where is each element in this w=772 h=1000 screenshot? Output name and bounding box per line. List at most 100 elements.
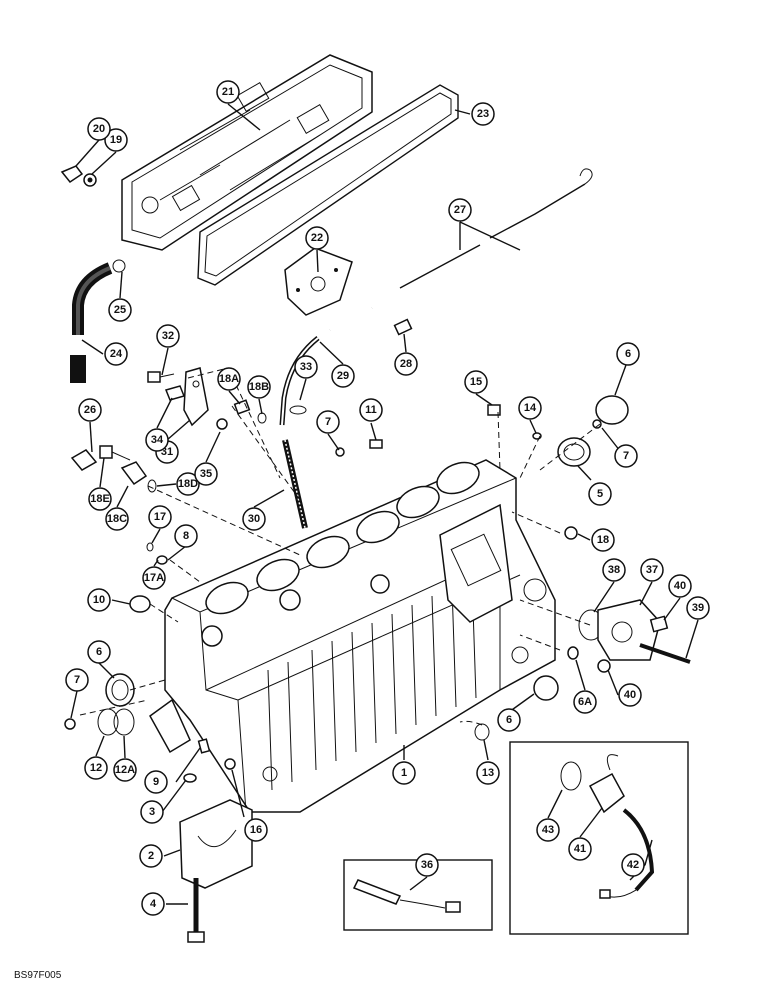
svg-text:20: 20 [93,123,105,135]
callout-12: 12 [84,756,108,780]
callout-37: 37 [640,558,664,582]
svg-text:12A: 12A [115,764,135,776]
dipstick-drawing [399,168,593,289]
callout-4: 4 [141,892,165,916]
front-seals-drawing [64,673,135,736]
svg-text:6: 6 [625,348,631,360]
svg-text:18E: 18E [90,493,110,505]
svg-text:6: 6 [506,714,512,726]
callout-26: 26 [78,398,102,422]
callout-40-lower: 40 [618,683,642,707]
svg-text:27: 27 [454,204,466,216]
svg-text:21: 21 [222,86,234,98]
svg-text:15: 15 [470,376,482,388]
svg-text:29: 29 [337,370,349,382]
svg-text:40: 40 [624,689,636,701]
svg-text:37: 37 [646,564,658,576]
callout-18E: 18E [88,487,112,511]
svg-text:41: 41 [574,843,586,855]
svg-text:26: 26 [84,404,96,416]
callout-9: 9 [144,770,168,794]
svg-text:13: 13 [482,767,494,779]
svg-text:18A: 18A [219,373,239,385]
callout-18C: 18C [105,507,129,531]
cover-nut-and-bolt-drawing [60,165,97,187]
callout-11: 11 [359,398,383,422]
callout-18B: 18B [247,375,271,399]
block-ribs [267,577,477,791]
callout-17A: 17A [142,566,166,590]
svg-text:25: 25 [114,304,126,316]
callout-13: 13 [476,761,500,785]
svg-text:5: 5 [597,488,603,500]
parts-artwork [60,54,691,943]
callout-22: 22 [305,226,329,250]
callout-6-rear: 6 [616,342,640,366]
svg-text:33: 33 [300,361,312,373]
svg-text:24: 24 [110,348,123,360]
callout-12A: 12A [113,758,137,782]
dipstick-tube-drawing [329,306,413,336]
callout-14: 14 [518,396,542,420]
cylinder-bores [205,461,480,615]
callout-19: 19 [104,128,128,152]
svg-text:16: 16 [250,824,262,836]
valve-cover-drawing [121,54,373,251]
svg-text:22: 22 [311,232,323,244]
svg-text:11: 11 [365,404,377,416]
cover-plate-drawing [284,247,353,316]
svg-text:42: 42 [627,859,639,871]
callout-34: 34 [145,428,169,452]
svg-text:7: 7 [74,674,80,686]
svg-text:1: 1 [401,767,407,779]
callout-7-front: 7 [65,668,89,692]
svg-text:9: 9 [153,776,159,788]
svg-text:18B: 18B [249,381,269,393]
oil-tube-drawing [279,336,320,426]
svg-text:3: 3 [149,806,155,818]
svg-text:18D: 18D [178,478,198,490]
leader-lines [70,103,699,905]
figure-code: BS97F005 [14,970,62,981]
block-heater-inset [509,741,689,935]
svg-text:40: 40 [674,580,686,592]
callout-36: 36 [415,853,439,877]
callout-2: 2 [139,844,163,868]
cylinder-block-drawing [149,459,556,813]
fittings-drawing [216,399,267,430]
callout-10: 10 [87,588,111,612]
callout-15: 15 [464,370,488,394]
stud-drawing [282,439,308,529]
svg-text:23: 23 [477,108,489,120]
svg-text:34: 34 [151,434,164,446]
callout-20: 20 [87,117,111,141]
svg-text:10: 10 [93,594,105,606]
svg-text:6: 6 [96,646,102,658]
callout-17: 17 [148,505,172,529]
callout-41: 41 [568,837,592,861]
svg-text:30: 30 [248,513,260,525]
callout-16: 16 [244,818,268,842]
callout-28: 28 [394,352,418,376]
callout-1: 1 [392,761,416,785]
svg-text:18C: 18C [107,513,127,525]
callout-27: 27 [448,198,472,222]
callout-8: 8 [174,524,198,548]
heater-fittings-drawing [70,445,157,493]
callout-18D: 18D [176,472,200,496]
callout-7-rear: 7 [614,444,638,468]
callout-43: 43 [536,818,560,842]
svg-text:38: 38 [608,564,620,576]
callout-6-bottom: 6 [497,708,521,732]
callout-3: 3 [140,800,164,824]
callout-18A: 18A [217,367,241,391]
svg-text:7: 7 [325,416,331,428]
callout-35: 35 [194,462,218,486]
svg-text:4: 4 [150,898,157,910]
svg-text:17A: 17A [144,572,164,584]
callout-5: 5 [588,482,612,506]
callout-21: 21 [216,80,240,104]
svg-text:36: 36 [421,859,433,871]
callout-38: 38 [602,558,626,582]
bearing-cap-drawing [179,738,253,943]
